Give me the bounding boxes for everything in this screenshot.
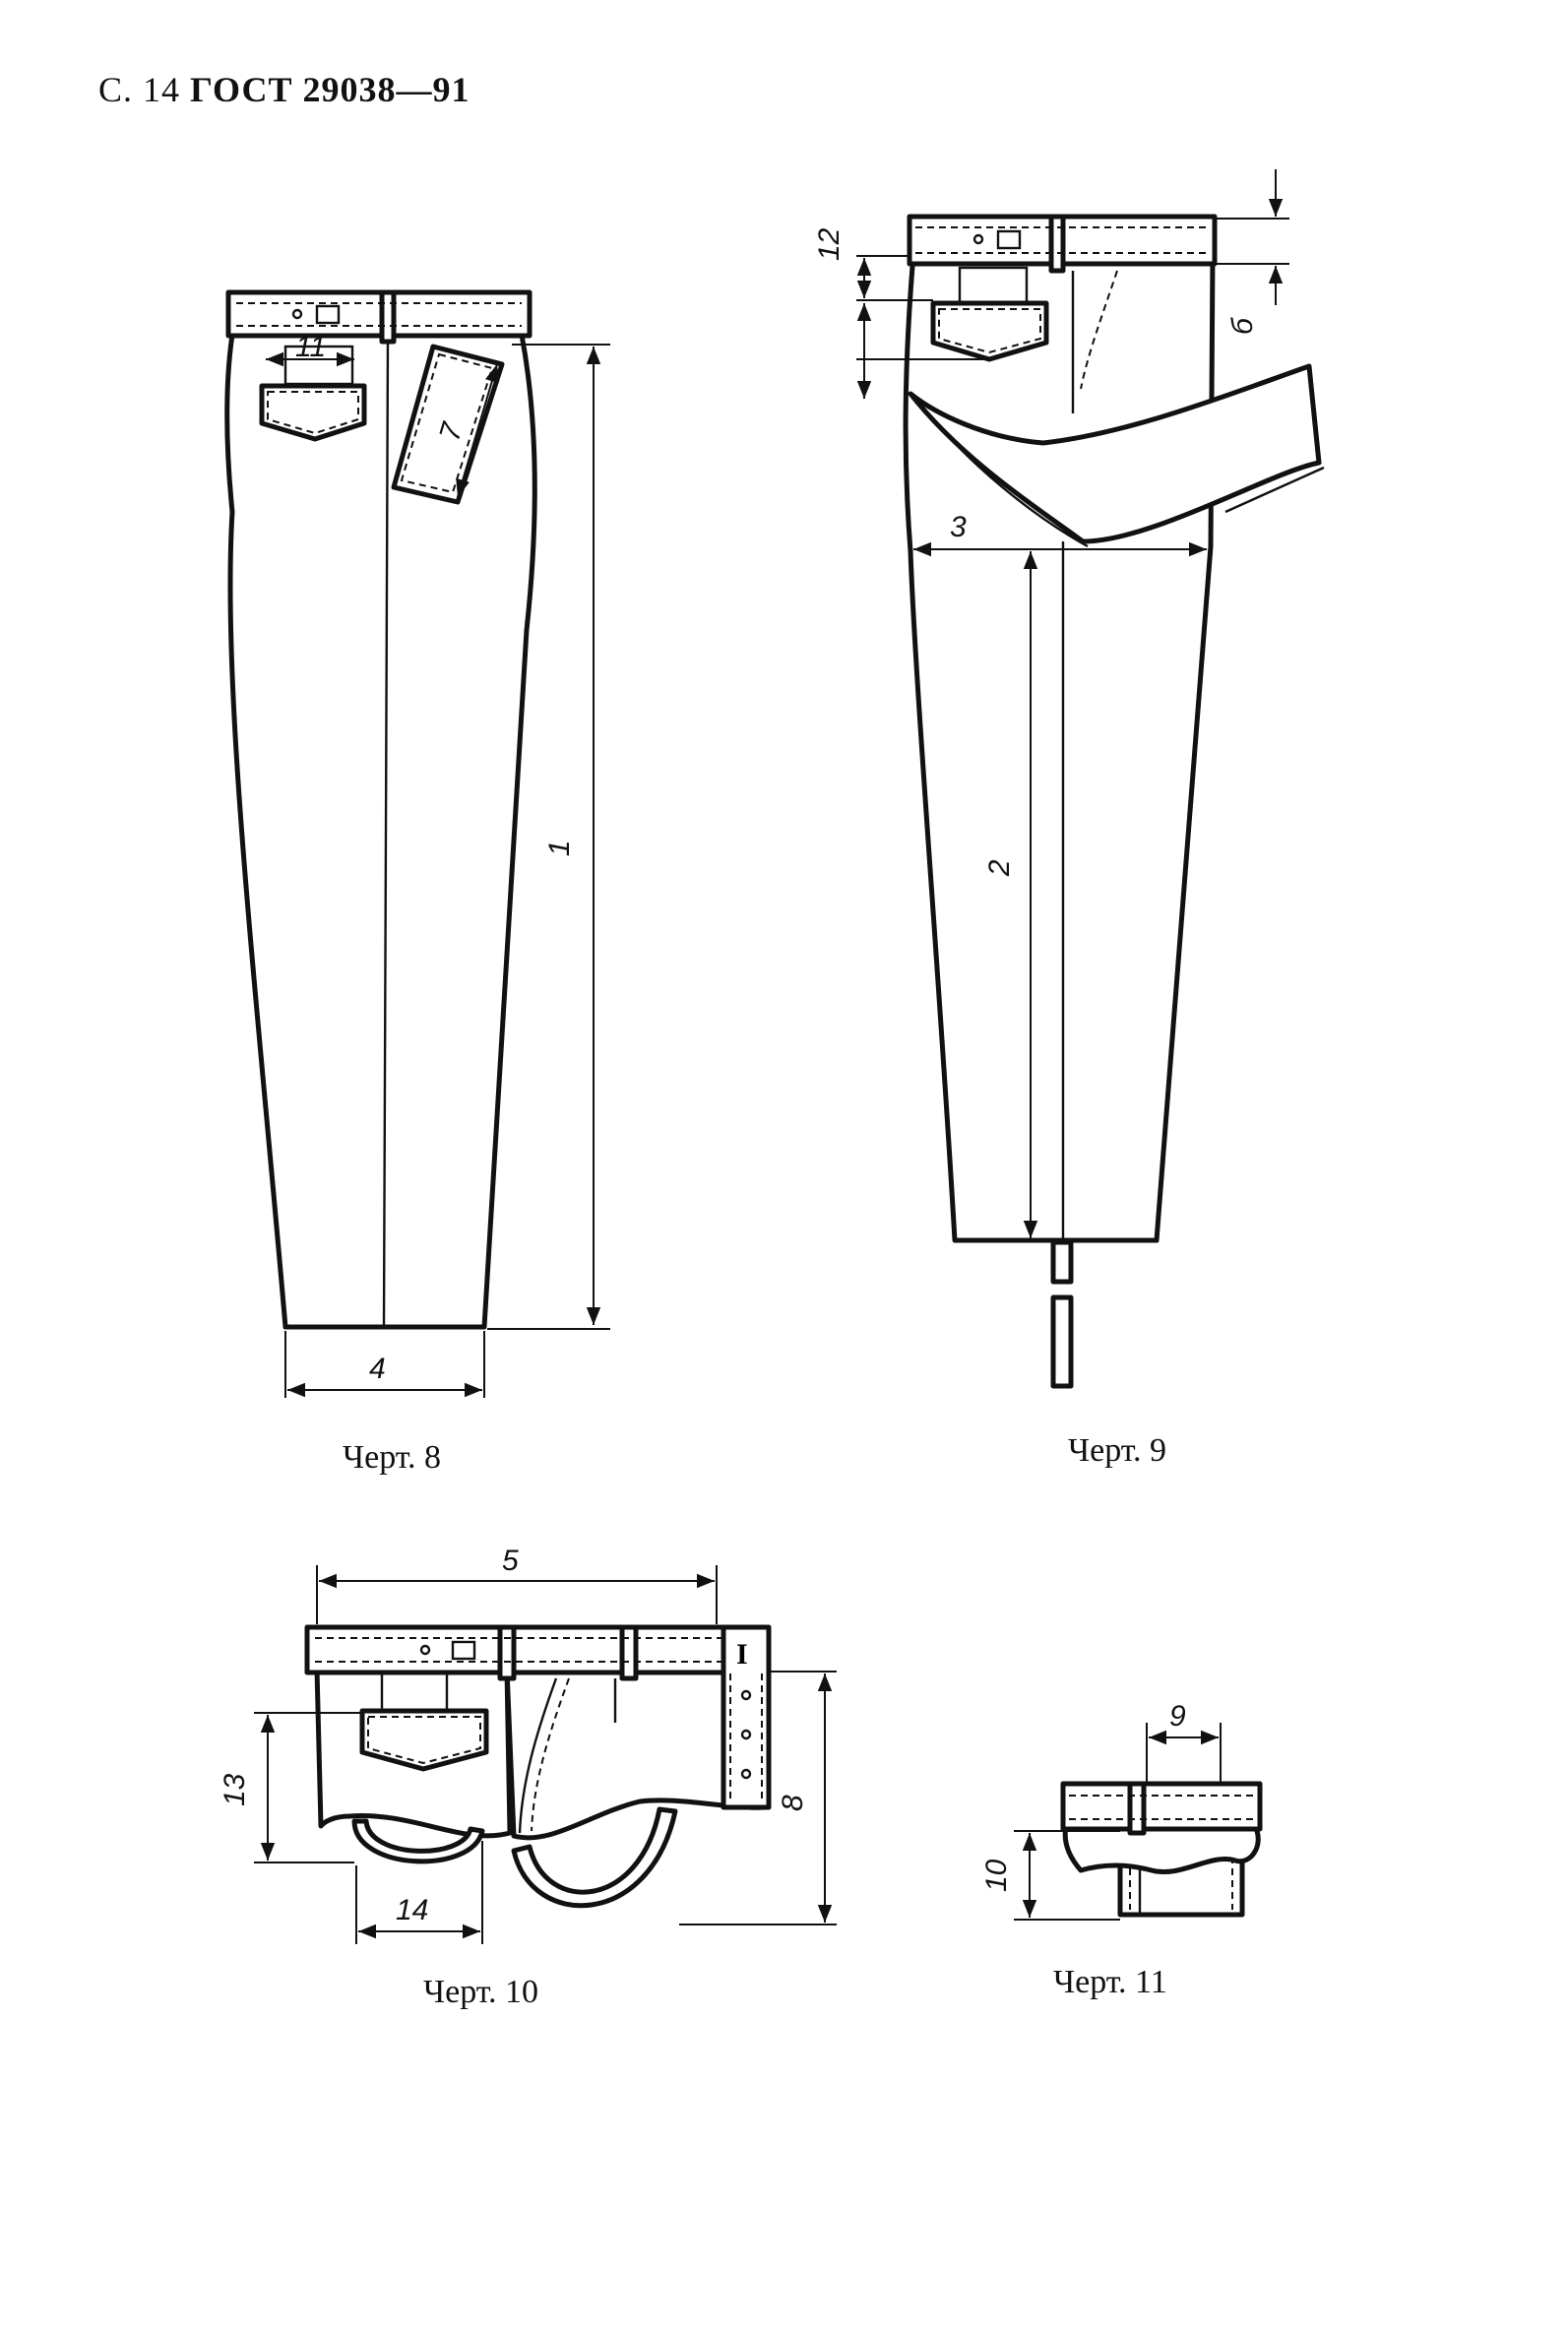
dim-label: 8	[777, 1795, 809, 1811]
dim-label: б	[1226, 317, 1259, 335]
belt-loop	[1127, 1781, 1147, 1836]
dim-label: 12	[813, 227, 846, 261]
dim-label: 11	[295, 331, 326, 363]
belt-buckle	[315, 304, 341, 325]
crease-line	[382, 339, 390, 1328]
dim-label: 2	[983, 859, 1016, 877]
waistband	[304, 1624, 771, 1675]
dim-label: 9	[1169, 1700, 1186, 1733]
pocket-bag-left	[351, 1818, 485, 1864]
dim-label: 13	[219, 1773, 251, 1806]
dim-label: 10	[980, 1859, 1013, 1892]
page-header: С. 14 ГОСТ 29038—91	[98, 69, 470, 110]
figure-10-caption: Черт. 10	[423, 1974, 539, 2010]
figure-9-trousers-side: 12 б 3 2	[813, 169, 1325, 1389]
pocket-bag-right	[511, 1806, 678, 1909]
trousers-outline	[224, 332, 537, 1330]
belt-loop	[619, 1624, 639, 1681]
dim-label: 3	[950, 511, 967, 543]
figure-11-cuff-detail: 9 10	[980, 1700, 1263, 1921]
cuff-band	[1060, 1781, 1263, 1832]
figure-11-caption: Черт. 11	[1053, 1964, 1167, 2000]
dim-label: 4	[369, 1353, 386, 1385]
roman-numeral-label: I	[736, 1638, 748, 1671]
belt-buckle	[996, 229, 1022, 250]
figure-8-caption: Черт. 8	[343, 1439, 442, 1476]
belt-loop	[379, 289, 397, 345]
page-number: С. 14	[98, 70, 181, 109]
folded-leg	[908, 363, 1322, 544]
waistband	[225, 289, 533, 339]
belt-loop	[497, 1624, 517, 1681]
dim-label: 14	[396, 1894, 428, 1926]
figure-9-caption: Черт. 9	[1068, 1432, 1167, 1469]
belt-loop	[1048, 214, 1066, 274]
cuff-fold	[1062, 1823, 1261, 1874]
standard-number: ГОСТ 29038—91	[190, 70, 470, 109]
belt-buckle	[451, 1640, 476, 1661]
figure-8-trousers-front: 11 7 1 4	[224, 289, 610, 1398]
dim-label: 1	[543, 840, 576, 856]
figure-10-waist-detail: I 5 13 14 8	[219, 1545, 837, 1944]
trousers-outline	[903, 251, 1216, 1243]
dim-label: 5	[502, 1545, 519, 1577]
